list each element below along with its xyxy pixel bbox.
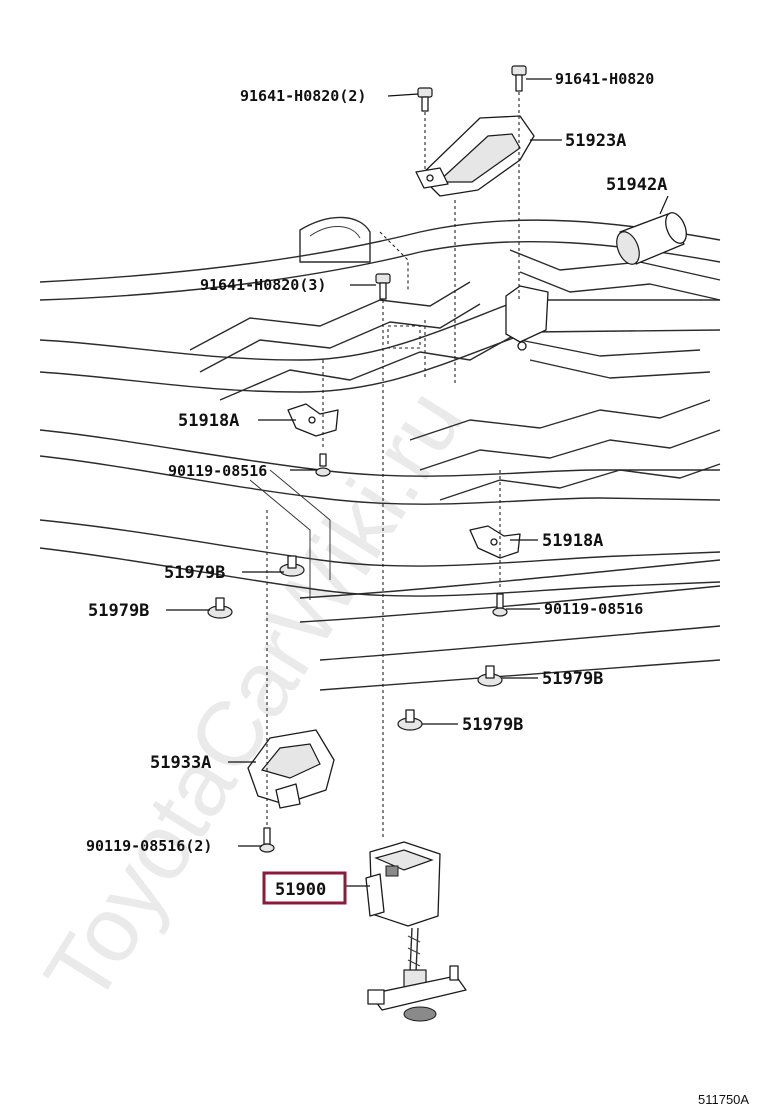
stopper-icon — [397, 709, 423, 731]
bolt-icon — [375, 273, 391, 300]
callout-bolt-left[interactable]: 90119-08516 — [168, 462, 267, 480]
leader-lines — [166, 78, 669, 887]
callout-labels: 91641-H0820(2) 91641-H0820 51923A 51942A… — [86, 70, 667, 855]
bolt-icon — [417, 87, 433, 112]
assembly-guide-lines — [266, 92, 520, 840]
callout-clamp-right[interactable]: 51918A — [542, 531, 603, 551]
bolt-icon — [315, 453, 331, 477]
figure-id: 511750A — [698, 1092, 749, 1107]
bolt-icon — [259, 827, 275, 853]
callout-bolt-bottom[interactable]: 90119-08516(2) — [86, 837, 212, 855]
stopper-icon — [207, 597, 233, 619]
callout-bolt-mid[interactable]: 91641-H0820(3) — [200, 276, 326, 294]
clamp-51918a-icon — [469, 525, 521, 559]
highlighted-callout[interactable]: 51900 — [262, 871, 347, 905]
tire-carrier-51900-icon — [365, 841, 467, 1022]
bracket-51933a-icon — [247, 729, 335, 809]
callout-stopper-2[interactable]: 51979B — [88, 601, 149, 621]
hanger-bracket-icon — [505, 285, 549, 351]
stopper-icon — [279, 555, 305, 577]
bracket-51923a-icon — [415, 115, 535, 197]
bolt-icon — [492, 593, 508, 617]
callout-bolt-top-left[interactable]: 91641-H0820(2) — [240, 87, 366, 105]
callout-stopper-1[interactable]: 51979B — [164, 563, 225, 583]
callout-clamp-left[interactable]: 51918A — [178, 411, 239, 431]
callout-stopper-4[interactable]: 51979B — [462, 715, 523, 735]
callout-bracket-top[interactable]: 51923A — [565, 131, 626, 151]
stopper-icon — [477, 665, 503, 687]
callout-bracket-bottom[interactable]: 51933A — [150, 753, 211, 773]
clamp-51918a-icon — [287, 403, 339, 437]
callout-carrier[interactable]: 51900 — [275, 880, 326, 900]
callout-stopper-3[interactable]: 51979B — [542, 669, 603, 689]
callout-bolt-right[interactable]: 90119-08516 — [544, 600, 643, 618]
callout-sleeve[interactable]: 51942A — [606, 175, 667, 195]
callout-bolt-top-right[interactable]: 91641-H0820 — [555, 70, 654, 88]
chassis-frame — [39, 216, 721, 691]
bolt-icon — [511, 65, 527, 92]
highlight-box — [262, 871, 347, 905]
sleeve-51942a-icon — [616, 212, 687, 265]
